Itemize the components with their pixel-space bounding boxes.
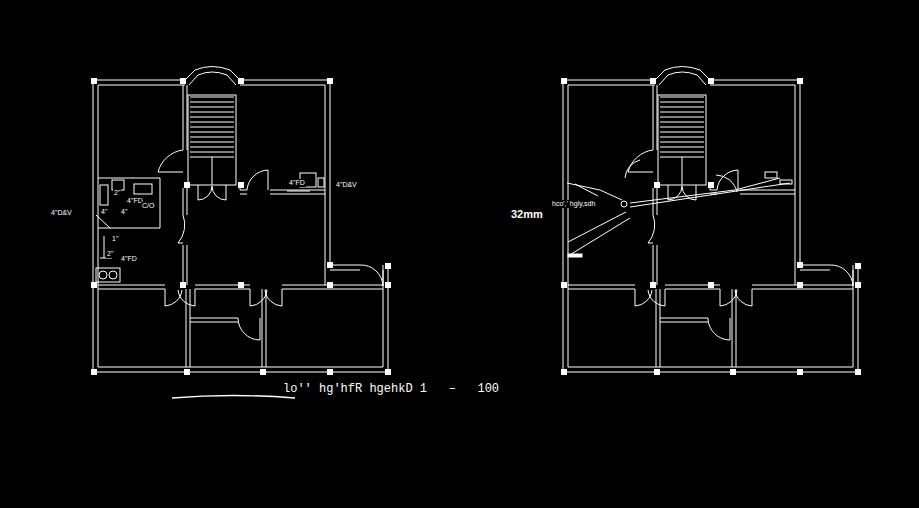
plan-annotation: 32mm <box>510 208 544 220</box>
plan-annotation: 2" <box>106 250 114 258</box>
ground-floor-plan-copy <box>561 67 861 376</box>
ground-floor-plan <box>91 67 391 376</box>
plan-annotation: 4" <box>100 208 108 216</box>
scale-caption: lo'' hg'hfR hgehkD 1 – 100 <box>283 382 499 396</box>
plan-annotation: 4" <box>120 208 128 216</box>
bathroom-fixtures <box>96 173 324 282</box>
plan-annotation: 4"FD <box>288 179 306 187</box>
plan-annotation: 1" <box>111 235 119 243</box>
plan-annotation: 2" <box>113 189 121 197</box>
plan-annotation: 4"D&V <box>335 181 358 189</box>
caption-underline <box>172 396 295 399</box>
plan-annotation: 4"FD <box>120 255 138 263</box>
plan-annotation: 4"D&V <box>50 209 73 217</box>
plan-annotation: hco',' hgly,sdh <box>551 200 596 208</box>
pipe-routes <box>567 160 792 257</box>
plan-annotation: C/O <box>141 202 155 210</box>
